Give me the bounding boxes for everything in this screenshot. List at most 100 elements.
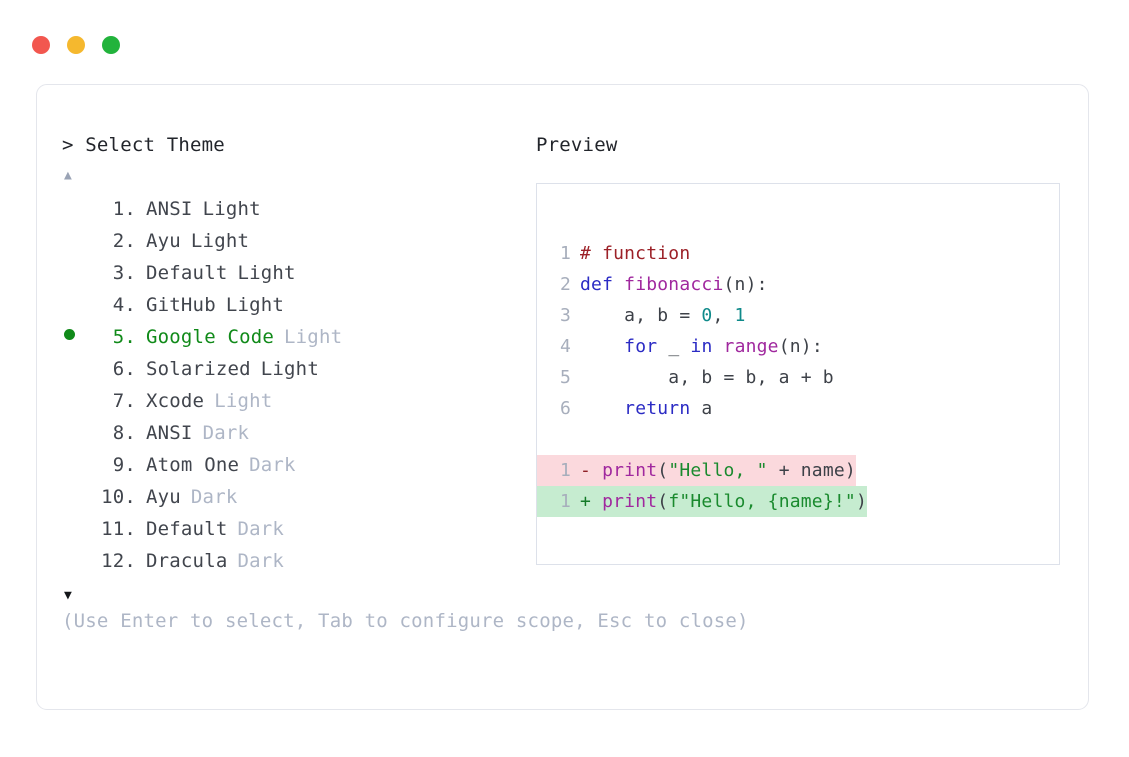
code-token: "Hello, "	[668, 460, 768, 481]
theme-item-number: 4.	[101, 294, 136, 316]
code-line-text: + print(f"Hello, {name}!")	[571, 486, 868, 517]
theme-list-item[interactable]: 10. Ayu Dark	[62, 481, 532, 513]
minimize-button[interactable]	[67, 36, 85, 54]
theme-item-variant: Light	[260, 358, 319, 380]
theme-item-name: Default	[146, 518, 228, 540]
code-line: 4 for _ in range(n):	[537, 331, 1059, 362]
code-token: print	[602, 491, 658, 512]
code-token: in	[690, 336, 713, 357]
window-titlebar	[0, 0, 1129, 78]
code-line: 3 a, b = 0, 1	[537, 300, 1059, 331]
code-token: 1	[734, 305, 746, 326]
theme-item-name: Xcode	[146, 390, 205, 412]
maximize-button[interactable]	[102, 36, 120, 54]
theme-item-name: Dracula	[146, 550, 228, 572]
theme-list-item[interactable]: 12. Dracula Dark	[62, 545, 532, 577]
preview-label: Preview	[536, 134, 618, 156]
code-line-number: 2	[559, 274, 571, 295]
theme-item-variant: Light	[190, 230, 250, 252]
code-line-number: 6	[559, 398, 571, 419]
theme-item-name: Atom One	[146, 454, 240, 476]
code-token	[712, 336, 723, 357]
code-token: a, b = b, a + b	[580, 367, 834, 388]
theme-item-number: 12.	[101, 550, 136, 572]
scroll-down-arrow-icon[interactable]: ▼	[64, 588, 72, 603]
code-line-text: a, b = 0, 1	[571, 300, 746, 331]
code-diff-line-del: 1- print("Hello, " + name)	[537, 455, 1059, 486]
code-line-text: a, b = b, a + b	[571, 362, 834, 393]
theme-list-item[interactable]: 2. Ayu Light	[62, 225, 532, 257]
code-token: a, b =	[580, 305, 702, 326]
theme-item-number: 5.	[101, 326, 136, 348]
code-token: def	[580, 274, 625, 295]
selection-bullet-cell	[62, 321, 88, 353]
theme-item-number: 11.	[101, 518, 136, 540]
traffic-light-group	[32, 36, 120, 54]
theme-item-number: 2.	[101, 230, 136, 252]
theme-item-number: 9.	[101, 454, 136, 476]
theme-item-number: 1.	[101, 198, 136, 220]
theme-item-name: GitHub	[146, 294, 216, 316]
code-token: !"	[833, 491, 856, 512]
theme-item-variant: Dark	[237, 518, 285, 540]
theme-list-item[interactable]: 11. Default Dark	[62, 513, 532, 545]
code-line-text: - print("Hello, " + name)	[571, 455, 856, 486]
code-line-number: 1	[537, 486, 571, 517]
code-token: +	[580, 491, 603, 512]
theme-item-number: 7.	[101, 390, 136, 412]
code-line: 1# function	[537, 238, 1059, 269]
code-token	[580, 398, 624, 419]
theme-item-number: 10.	[101, 486, 136, 508]
code-token: range	[723, 336, 779, 357]
theme-item-name: Ayu	[146, 486, 181, 508]
code-token: f"Hello,	[668, 491, 768, 512]
scroll-up-arrow-icon[interactable]: ▲	[64, 168, 72, 183]
code-line-text: return a	[571, 393, 712, 424]
code-line-text: # function	[571, 238, 690, 269]
theme-item-variant: Dark	[237, 550, 285, 572]
code-token: for	[624, 336, 658, 357]
theme-item-variant: Light	[237, 262, 296, 284]
close-button[interactable]	[32, 36, 50, 54]
code-token: (n):	[723, 274, 768, 295]
code-token: + name)	[767, 460, 856, 481]
code-line-number: 4	[559, 336, 571, 357]
code-token: # function	[580, 243, 691, 264]
theme-item-name: Solarized	[146, 358, 251, 380]
code-token: (n):	[778, 336, 823, 357]
theme-item-variant: Light	[202, 198, 261, 220]
code-token	[580, 336, 624, 357]
theme-item-number: 8.	[101, 422, 136, 444]
theme-item-name: Ayu	[146, 230, 181, 252]
code-token: fibonacci	[624, 274, 724, 295]
theme-item-variant: Dark	[190, 486, 238, 508]
code-token: (	[657, 460, 669, 481]
code-diff-line-add: 1+ print(f"Hello, {name}!")	[537, 486, 1059, 517]
code-token: a	[690, 398, 713, 419]
code-token: print	[602, 460, 658, 481]
code-token: )	[855, 491, 868, 512]
theme-item-name: Google Code	[146, 326, 275, 348]
selected-bullet-icon	[64, 329, 75, 340]
code-token: (	[657, 491, 669, 512]
code-line-number: 5	[559, 367, 571, 388]
code-line-text: def fibonacci(n):	[571, 269, 768, 300]
code-token: 0	[701, 305, 713, 326]
code-token: return	[624, 398, 691, 419]
code-line: 5 a, b = b, a + b	[537, 362, 1059, 393]
code-token: {name}	[767, 491, 834, 512]
